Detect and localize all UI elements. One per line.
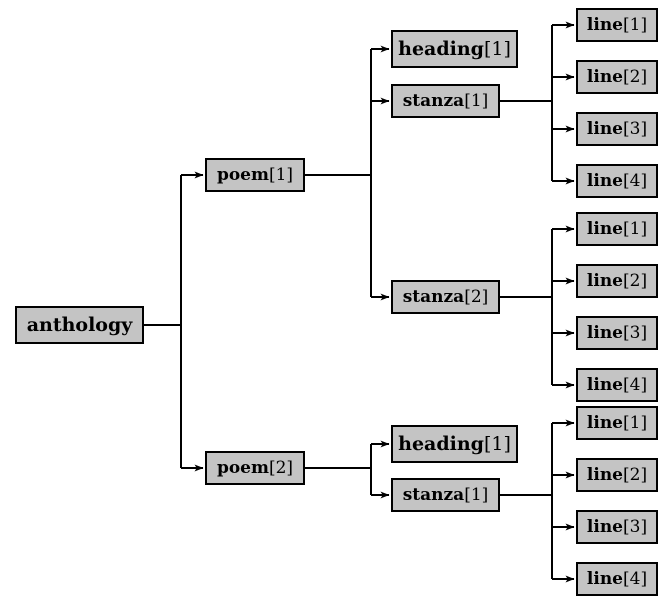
node-name-label: line [586,270,623,291]
edges-group [144,21,575,583]
node-name-label: stanza [402,90,465,111]
node-name-label: line [586,412,623,433]
tree-node-p1stanza2[interactable]: stanza[2] [391,280,500,314]
node-index-label: [2] [268,457,294,478]
node-name-label: line [586,464,623,485]
node-name-label: line [586,568,623,589]
node-name-label: heading [398,37,484,60]
tree-node-s11line4[interactable]: line[4] [576,164,658,198]
node-index-label: [1] [623,412,648,433]
tree-node-s11line2[interactable]: line[2] [576,60,658,94]
node-index-label: [3] [623,118,648,139]
node-index-label: [2] [623,464,648,485]
node-index-label: [4] [623,170,648,191]
node-name-label: line [586,516,623,537]
node-index-label: [2] [464,286,489,307]
node-name-label: stanza [402,484,465,505]
node-name-label: poem [216,164,269,185]
node-name-label: line [586,170,623,191]
node-name-label: line [586,374,623,395]
node-index-label: [1] [464,484,489,505]
node-index-label: [3] [623,516,648,537]
tree-node-p2stanza1[interactable]: stanza[1] [391,478,500,512]
node-name-label: line [586,14,623,35]
node-index-label: [1] [623,14,648,35]
node-index-label: [4] [623,568,648,589]
tree-node-s12line1[interactable]: line[1] [576,212,658,246]
tree-node-poem2[interactable]: poem[2] [205,451,305,485]
tree-node-s21line2[interactable]: line[2] [576,458,658,492]
node-name-label: line [586,66,623,87]
tree-node-s21line1[interactable]: line[1] [576,406,658,440]
tree-node-s11line1[interactable]: line[1] [576,8,658,42]
node-name-label: anthology [26,313,133,336]
node-index-label: [4] [623,374,648,395]
node-index-label: [1] [268,164,294,185]
node-index-label: [3] [623,322,648,343]
node-index-label: [1] [464,90,489,111]
tree-node-s12line3[interactable]: line[3] [576,316,658,350]
node-index-label: [1] [623,218,648,239]
node-name-label: line [586,118,623,139]
tree-node-s12line4[interactable]: line[4] [576,368,658,402]
node-index-label: [2] [623,270,648,291]
node-name-label: line [586,218,623,239]
node-name-label: stanza [402,286,465,307]
tree-node-p2heading1[interactable]: heading[1] [391,425,518,463]
node-index-label: [2] [623,66,648,87]
node-name-label: heading [398,432,484,455]
tree-node-s21line3[interactable]: line[3] [576,510,658,544]
node-name-label: line [586,322,623,343]
tree-node-anthology[interactable]: anthology [15,306,144,344]
tree-node-p1heading1[interactable]: heading[1] [391,30,518,68]
node-index-label: [1] [483,432,511,455]
tree-node-poem1[interactable]: poem[1] [205,158,305,192]
node-name-label: poem [216,457,269,478]
tree-node-s12line2[interactable]: line[2] [576,264,658,298]
tree-node-s21line4[interactable]: line[4] [576,562,658,596]
tree-node-s11line3[interactable]: line[3] [576,112,658,146]
tree-node-p1stanza1[interactable]: stanza[1] [391,84,500,118]
node-index-label: [1] [483,37,511,60]
